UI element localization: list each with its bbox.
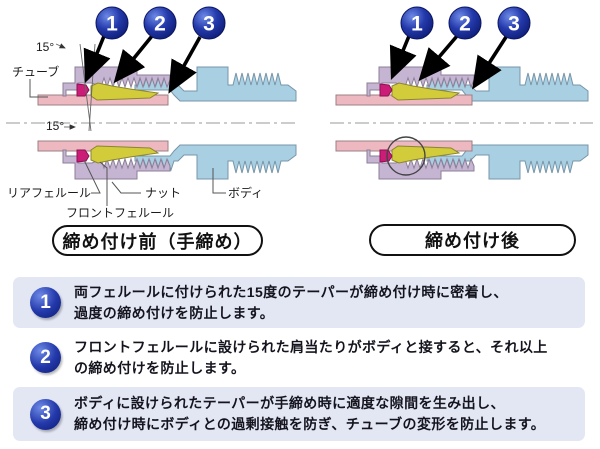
- callout-badge-2: 2: [143, 6, 177, 40]
- callout-arrow-2: [113, 34, 154, 84]
- callout-arrow-3: [168, 36, 202, 94]
- note-3-line2: 締め付け時にボディとの過剰接触を防ぎ、チューブの変形を防止します。: [74, 416, 546, 432]
- callout-arrow-2: [418, 34, 459, 82]
- callout-badge-3: 3: [497, 6, 531, 40]
- note-3-number: 3: [40, 403, 51, 424]
- svg-text:3: 3: [508, 13, 520, 36]
- fitting-diagrams: 15° 15° チューブ リアフェルール フロントフェルール ナット ボディ 1…: [6, 6, 593, 220]
- rear-ferrule-shape: [76, 149, 90, 163]
- label-front-ferrule: フロントフェルール: [66, 206, 174, 220]
- highlight-circle: [386, 136, 426, 176]
- note-1-line1: 両フェルールに付けられた15度のテーパーが締め付け時に密着し、: [74, 283, 508, 300]
- caption-before: 締め付け前（手締め）: [52, 225, 263, 256]
- body-leader: [212, 168, 226, 194]
- callout-arrow-1: [83, 35, 111, 84]
- note-3-badge: 3: [30, 398, 61, 430]
- label-body: ボディ: [228, 185, 263, 200]
- label-tube: チューブ: [12, 64, 59, 79]
- rear-ferrule-shape: [379, 83, 393, 97]
- angle-label-bottom: 15°: [46, 119, 64, 133]
- note-row-3: 3 ボディに設けられたテーパーが手締め時に適度な隙間を生み出し、 締め付け時にボ…: [13, 387, 585, 441]
- callout-badge-1: 1: [400, 6, 434, 40]
- note-2-line2: の締め付けを防止します。: [74, 359, 246, 376]
- taper-angle-line: [79, 43, 92, 132]
- svg-text:1: 1: [106, 13, 118, 36]
- callout-badge-2: 2: [448, 6, 482, 40]
- nut-leader: [111, 181, 141, 194]
- rear-ferrule-leader: [83, 159, 101, 194]
- angle-label-top: 15°: [36, 40, 54, 54]
- rear-ferrule-shape: [379, 149, 393, 163]
- note-2-text: フロントフェルールに設けられた肩当たりがボディと接すると、それ以上 の締め付けを…: [74, 337, 548, 379]
- front-ferrule-leader: [99, 161, 108, 206]
- rear-ferrule-shape: [76, 83, 90, 97]
- note-row-1: 1 両フェルールに付けられた15度のテーパーが締め付け時に密着し、 過度の締め付…: [13, 277, 585, 328]
- svg-text:1: 1: [411, 13, 423, 36]
- taper-angle-arrow: [55, 43, 66, 49]
- front-ferrule-shape: [90, 145, 160, 164]
- note-1-badge: 1: [30, 287, 61, 318]
- callout-arrow-3: [472, 36, 508, 90]
- note-1-number: 1: [40, 291, 51, 313]
- note-row-2: 2 フロントフェルールに設けられた肩当たりがボディと接すると、それ以上 の締め付…: [13, 331, 585, 384]
- caption-after-label: 締め付け後: [425, 231, 520, 251]
- note-1-line2: 過度の締め付けを防止します。: [74, 304, 275, 321]
- note-3-text: ボディに設けられたテーパーが手締め時に適度な隙間を生み出し、 締め付け時にボディ…: [74, 393, 545, 435]
- note-2-line1: フロントフェルールに設けられた肩当たりがボディと接すると、それ以上: [74, 338, 548, 355]
- caption-after: 締め付け後: [369, 224, 576, 256]
- label-nut: ナット: [145, 186, 181, 200]
- note-1-text: 両フェルールに付けられた15度のテーパーが締め付け時に密着し、 過度の締め付けを…: [74, 282, 508, 324]
- svg-text:2: 2: [154, 13, 166, 36]
- caption-before-label: 締め付け前（手締め）: [62, 231, 253, 252]
- callout-arrow-1: [389, 35, 417, 80]
- fitting-diagram-after: 1 2 3: [330, 6, 593, 180]
- note-2-badge: 2: [30, 342, 61, 373]
- svg-text:2: 2: [459, 13, 471, 36]
- front-ferrule-shape: [391, 82, 461, 101]
- fitting-diagram-before: 15° 15° チューブ リアフェルール フロントフェルール ナット ボディ 1…: [6, 6, 298, 220]
- note-3-line1: ボディに設けられたテーパーが手締め時に適度な隙間を生み出し、: [74, 395, 505, 411]
- note-2-number: 2: [40, 346, 51, 368]
- tube-leader: [29, 79, 48, 98]
- callout-badge-1: 1: [95, 6, 129, 40]
- callout-badge-3: 3: [192, 6, 226, 40]
- front-ferrule-shape: [90, 82, 160, 101]
- svg-text:3: 3: [203, 13, 215, 36]
- label-rear-ferrule: リアフェルール: [7, 186, 91, 200]
